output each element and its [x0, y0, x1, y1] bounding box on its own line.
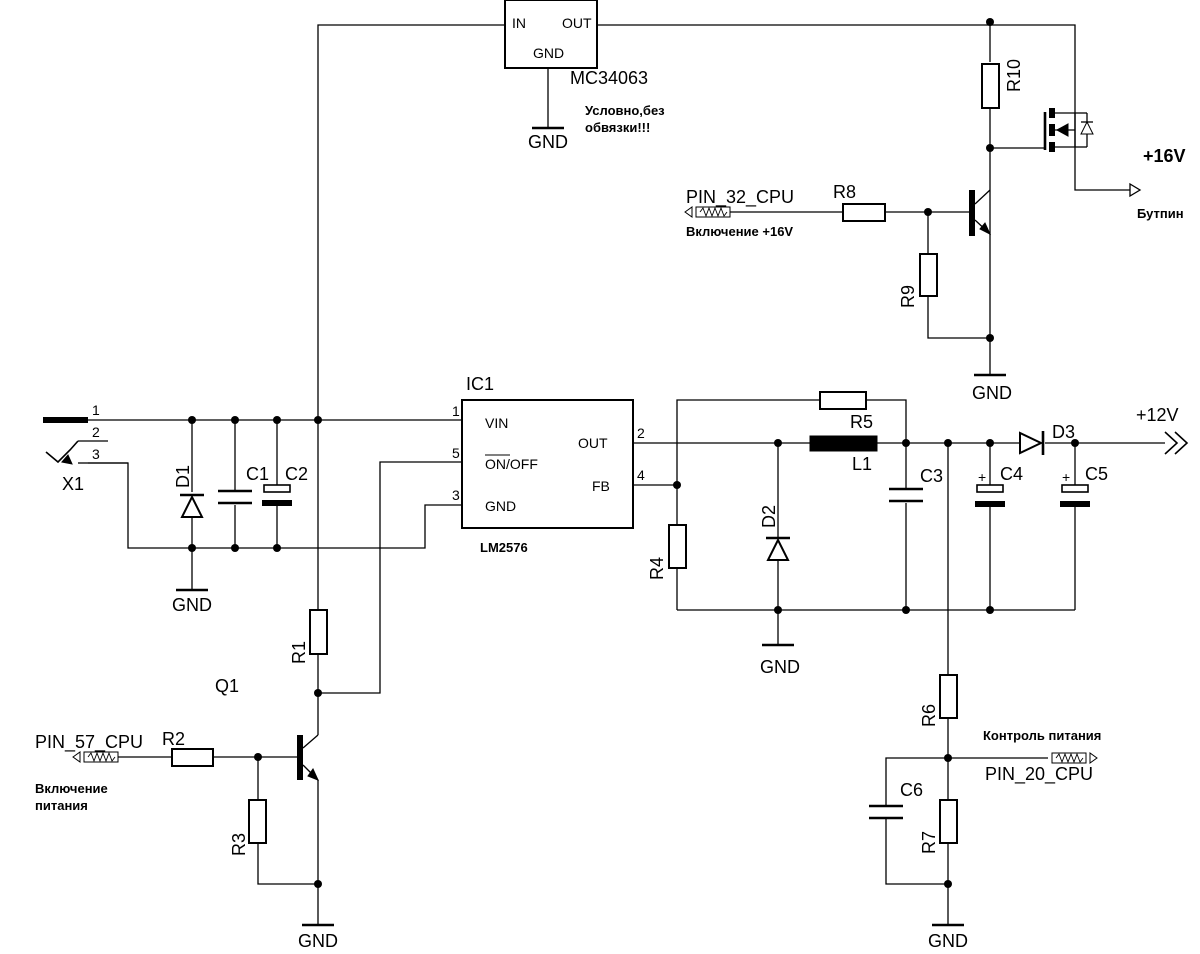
ic1-pin-num-3: 3 — [452, 487, 460, 503]
resistor-r3: R3 — [229, 799, 267, 856]
ic1-pin-num-2: 2 — [637, 425, 645, 441]
ground-label: GND — [760, 657, 800, 677]
ground-label: GND — [172, 595, 212, 615]
r3-label: R3 — [229, 833, 249, 856]
c4-polarity: + — [978, 469, 986, 485]
c6-label: C6 — [900, 780, 923, 800]
resistor-r4: R4 — [647, 524, 687, 580]
plus12-label: +12V — [1136, 405, 1179, 425]
junctions — [188, 18, 1079, 888]
plus16-label: +16V — [1143, 146, 1186, 166]
mosfet-switch — [1043, 108, 1094, 152]
pin57-label: PIN_57_CPU — [35, 732, 143, 753]
ic1-pin-on-off: ON/OFF — [485, 456, 538, 472]
power-on-line1: Включение — [35, 781, 108, 796]
resistor-r6: R6 — [919, 674, 958, 727]
enable16-label: Включение +16V — [686, 224, 793, 239]
ground-label: GND — [528, 132, 568, 152]
ic1-pin-gnd: GND — [485, 498, 516, 514]
ground-label: GND — [928, 931, 968, 951]
ground-symbols: GND GND GND GND GND GND — [172, 126, 1012, 951]
pin32-label: PIN_32_CPU — [686, 187, 794, 208]
capacitor-c4: + C4 — [975, 464, 1023, 507]
inductor-l1: L1 — [809, 435, 878, 474]
diode-d3: D3 — [1019, 422, 1075, 455]
resistor-r9: R9 — [898, 253, 938, 308]
power-on-line2: питания — [35, 798, 88, 813]
diode-d1: D1 — [173, 465, 204, 518]
transistor-q1: Q1 — [215, 676, 319, 781]
ic1-pin-out: OUT — [578, 435, 608, 451]
transistor-q16v — [969, 189, 992, 236]
ground-label: GND — [972, 383, 1012, 403]
ground-label: GND — [298, 931, 338, 951]
capacitor-c1: C1 — [218, 464, 269, 505]
ic1-pin-num-4: 4 — [637, 467, 645, 483]
r7-label: R7 — [919, 831, 939, 854]
regulator-note-line1: Условно,без — [585, 103, 665, 118]
capacitor-c5: + C5 — [1060, 464, 1108, 507]
x1-pin2: 2 — [92, 424, 100, 440]
r6-label: R6 — [919, 704, 939, 727]
resistor-r7: R7 — [919, 799, 958, 854]
c1-label: C1 — [246, 464, 269, 484]
ic1-pin-fb: FB — [592, 478, 610, 494]
ic1-pin-num-1: 1 — [452, 403, 460, 419]
r4-label: R4 — [647, 557, 667, 580]
butpin-label: Бутпин — [1137, 206, 1184, 221]
d3-label: D3 — [1052, 422, 1075, 442]
l1-label: L1 — [852, 454, 872, 474]
capacitor-c6: C6 — [869, 780, 923, 820]
ic1-pin-vin: VIN — [485, 415, 508, 431]
c5-polarity: + — [1062, 469, 1070, 485]
connector-x1[interactable]: 1 2 3 X1 — [43, 402, 128, 494]
resistor-r8: R8 — [833, 182, 886, 222]
pin20-label: PIN_20_CPU — [985, 764, 1093, 785]
c2-label: C2 — [285, 464, 308, 484]
diode-d2: D2 — [759, 505, 790, 561]
regulator-pin-out: OUT — [562, 15, 592, 31]
resistor-r5: R5 — [819, 391, 873, 432]
resistor-r10: R10 — [981, 59, 1024, 109]
ic1-pin-num-5: 5 — [452, 445, 460, 461]
c5-label: C5 — [1085, 464, 1108, 484]
ic1-ref: IC1 — [466, 374, 494, 394]
plus12-output: +12V — [1136, 405, 1189, 455]
regulator-note-line2: обвязки!!! — [585, 120, 650, 135]
capacitor-c3: C3 — [889, 466, 943, 503]
x1-label: X1 — [62, 474, 84, 494]
r8-label: R8 — [833, 182, 856, 202]
regulator-part-name: MC34063 — [570, 68, 648, 88]
ic1-part: LM2576 — [480, 540, 528, 555]
power-control-label: Контроль питания — [983, 728, 1101, 743]
ic1-lm2576: IC1 LM2576 VIN ON/OFF GND OUT FB 1 5 3 2… — [452, 374, 645, 555]
x1-pin1: 1 — [92, 402, 100, 418]
connector-pin57[interactable]: PIN_57_CPU Включение питания — [35, 732, 143, 813]
connector-pin32[interactable]: PIN_32_CPU Включение +16V — [684, 187, 794, 239]
r1-label: R1 — [289, 641, 309, 664]
x1-pin3: 3 — [92, 446, 100, 462]
r5-label: R5 — [850, 412, 873, 432]
d2-label: D2 — [759, 505, 779, 528]
c4-label: C4 — [1000, 464, 1023, 484]
d1-label: D1 — [173, 465, 193, 488]
plus16-output: +16V Бутпин — [1129, 146, 1186, 221]
r9-label: R9 — [898, 285, 918, 308]
regulator-pin-in: IN — [512, 15, 526, 31]
r10-label: R10 — [1004, 59, 1024, 92]
regulator-mc34063: IN OUT GND MC34063 Условно,без обвязки!!… — [504, 0, 665, 135]
r2-label: R2 — [162, 729, 185, 749]
c3-label: C3 — [920, 466, 943, 486]
q1-label: Q1 — [215, 676, 239, 696]
resistor-r1: R1 — [289, 609, 328, 664]
resistor-r2: R2 — [162, 729, 214, 767]
regulator-pin-gnd: GND — [533, 45, 564, 61]
connector-pin20[interactable]: Контроль питания PIN_20_CPU — [983, 728, 1101, 785]
capacitor-c2: C2 — [262, 464, 308, 506]
